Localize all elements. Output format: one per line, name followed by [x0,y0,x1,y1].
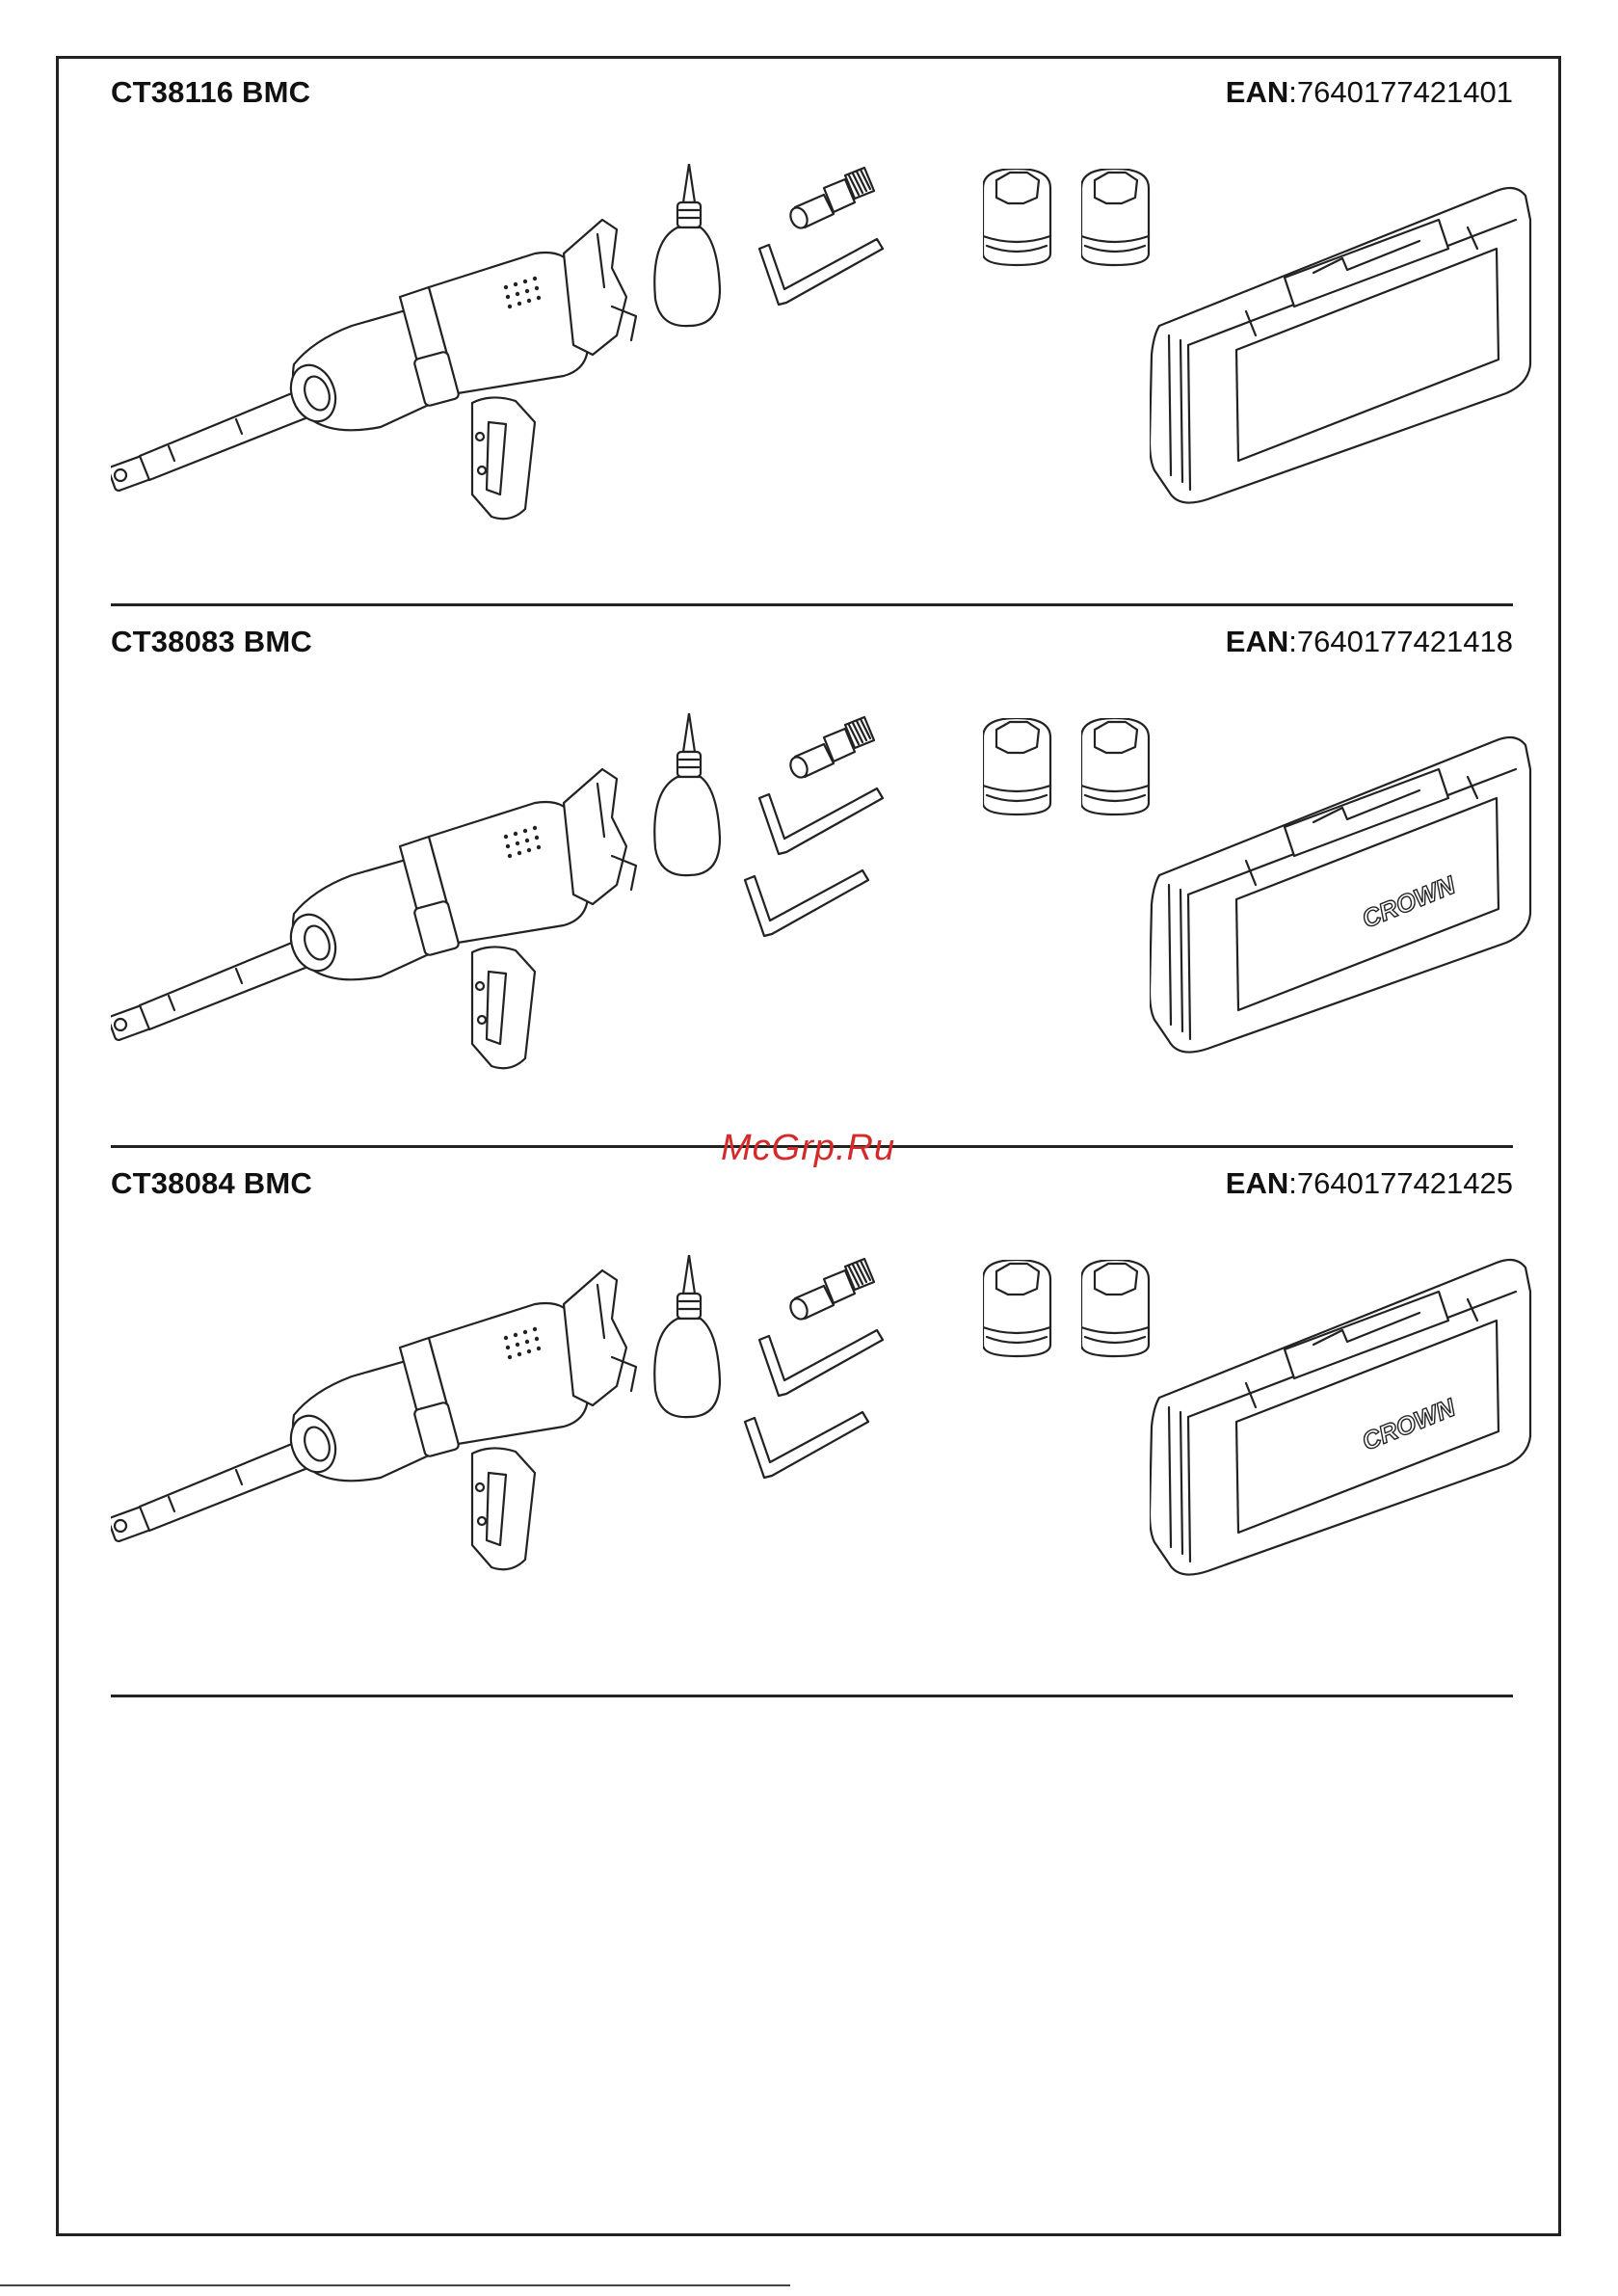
model-number: CT38116 BMC [111,75,310,110]
ean-label: EAN [1226,75,1288,109]
model-number: CT38083 BMC [111,625,312,659]
air-fitting-icon [785,164,882,236]
footer-rule [0,2284,790,2286]
impact-socket-icon [1081,718,1154,819]
section-header: CT38083 BMC EAN:7640177421418 [111,625,1513,663]
product-section-3: CT38084 BMC EAN:7640177421425 CROWN [111,1147,1513,1648]
impact-socket-icon [983,1260,1055,1361]
impact-wrench-icon [111,711,650,1097]
oil-bottle-icon [650,713,728,882]
impact-socket-icon [983,718,1055,819]
impact-socket-icon [1081,169,1154,270]
section-header: CT38084 BMC EAN:7640177421425 [111,1166,1513,1205]
oil-bottle-icon [650,164,728,333]
hex-key-icon [752,1321,891,1407]
ean-label: EAN [1226,625,1288,658]
impact-socket-icon [1081,1260,1154,1361]
watermark: McGrp.Ru [721,1128,895,1169]
ean-code: EAN:7640177421425 [1226,1166,1513,1201]
section-divider [111,1695,1513,1697]
impact-socket-icon [983,169,1055,270]
carry-case-icon [1150,181,1535,514]
oil-bottle-icon [650,1255,728,1424]
air-fitting-icon [785,713,882,786]
hex-key-icon [752,779,891,866]
impact-wrench-icon [111,1213,650,1598]
product-section-1: CT38116 BMC EAN:7640177421401 [111,56,1513,557]
hex-key-icon [737,861,877,948]
hex-key-icon [752,229,891,316]
ean-code: EAN:7640177421401 [1226,75,1513,110]
carry-case-icon: CROWN [1150,731,1535,1063]
air-fitting-icon [785,1255,882,1327]
hex-key-icon [737,1402,877,1489]
ean-code: EAN:7640177421418 [1226,625,1513,659]
ean-value: :7640177421425 [1288,1166,1513,1200]
impact-wrench-icon [111,162,650,547]
carry-case-icon: CROWN [1150,1253,1535,1586]
product-section-2: CT38083 BMC EAN:7640177421418 CROWN [111,605,1513,1107]
ean-label: EAN [1226,1166,1288,1200]
ean-value: :7640177421418 [1288,625,1513,658]
model-number: CT38084 BMC [111,1166,312,1201]
ean-value: :7640177421401 [1288,75,1513,109]
section-header: CT38116 BMC EAN:7640177421401 [111,75,1513,114]
